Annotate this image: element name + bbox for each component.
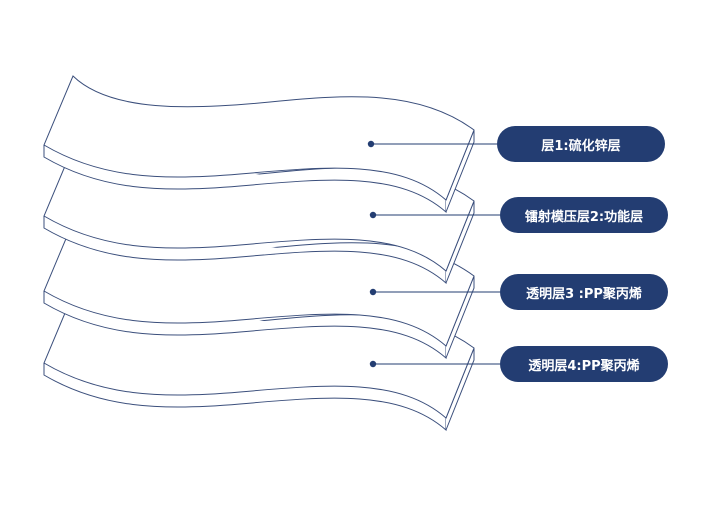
leader-dot-4 — [369, 360, 377, 368]
layer-4-label: 透明层4:PP聚丙烯 — [500, 346, 668, 382]
leader-3 — [369, 288, 500, 296]
layer-2-label: 镭射模压层2:功能层 — [500, 197, 668, 233]
leader-1 — [367, 140, 497, 148]
leader-dot-1 — [367, 140, 375, 148]
leader-4 — [369, 360, 500, 368]
leader-dot-3 — [369, 288, 377, 296]
layer-1-label: 层1:硫化锌层 — [497, 126, 665, 162]
leader-dot-2 — [369, 211, 377, 219]
leader-2 — [369, 211, 500, 219]
layer-3-label: 透明层3 :PP聚丙烯 — [500, 274, 668, 310]
